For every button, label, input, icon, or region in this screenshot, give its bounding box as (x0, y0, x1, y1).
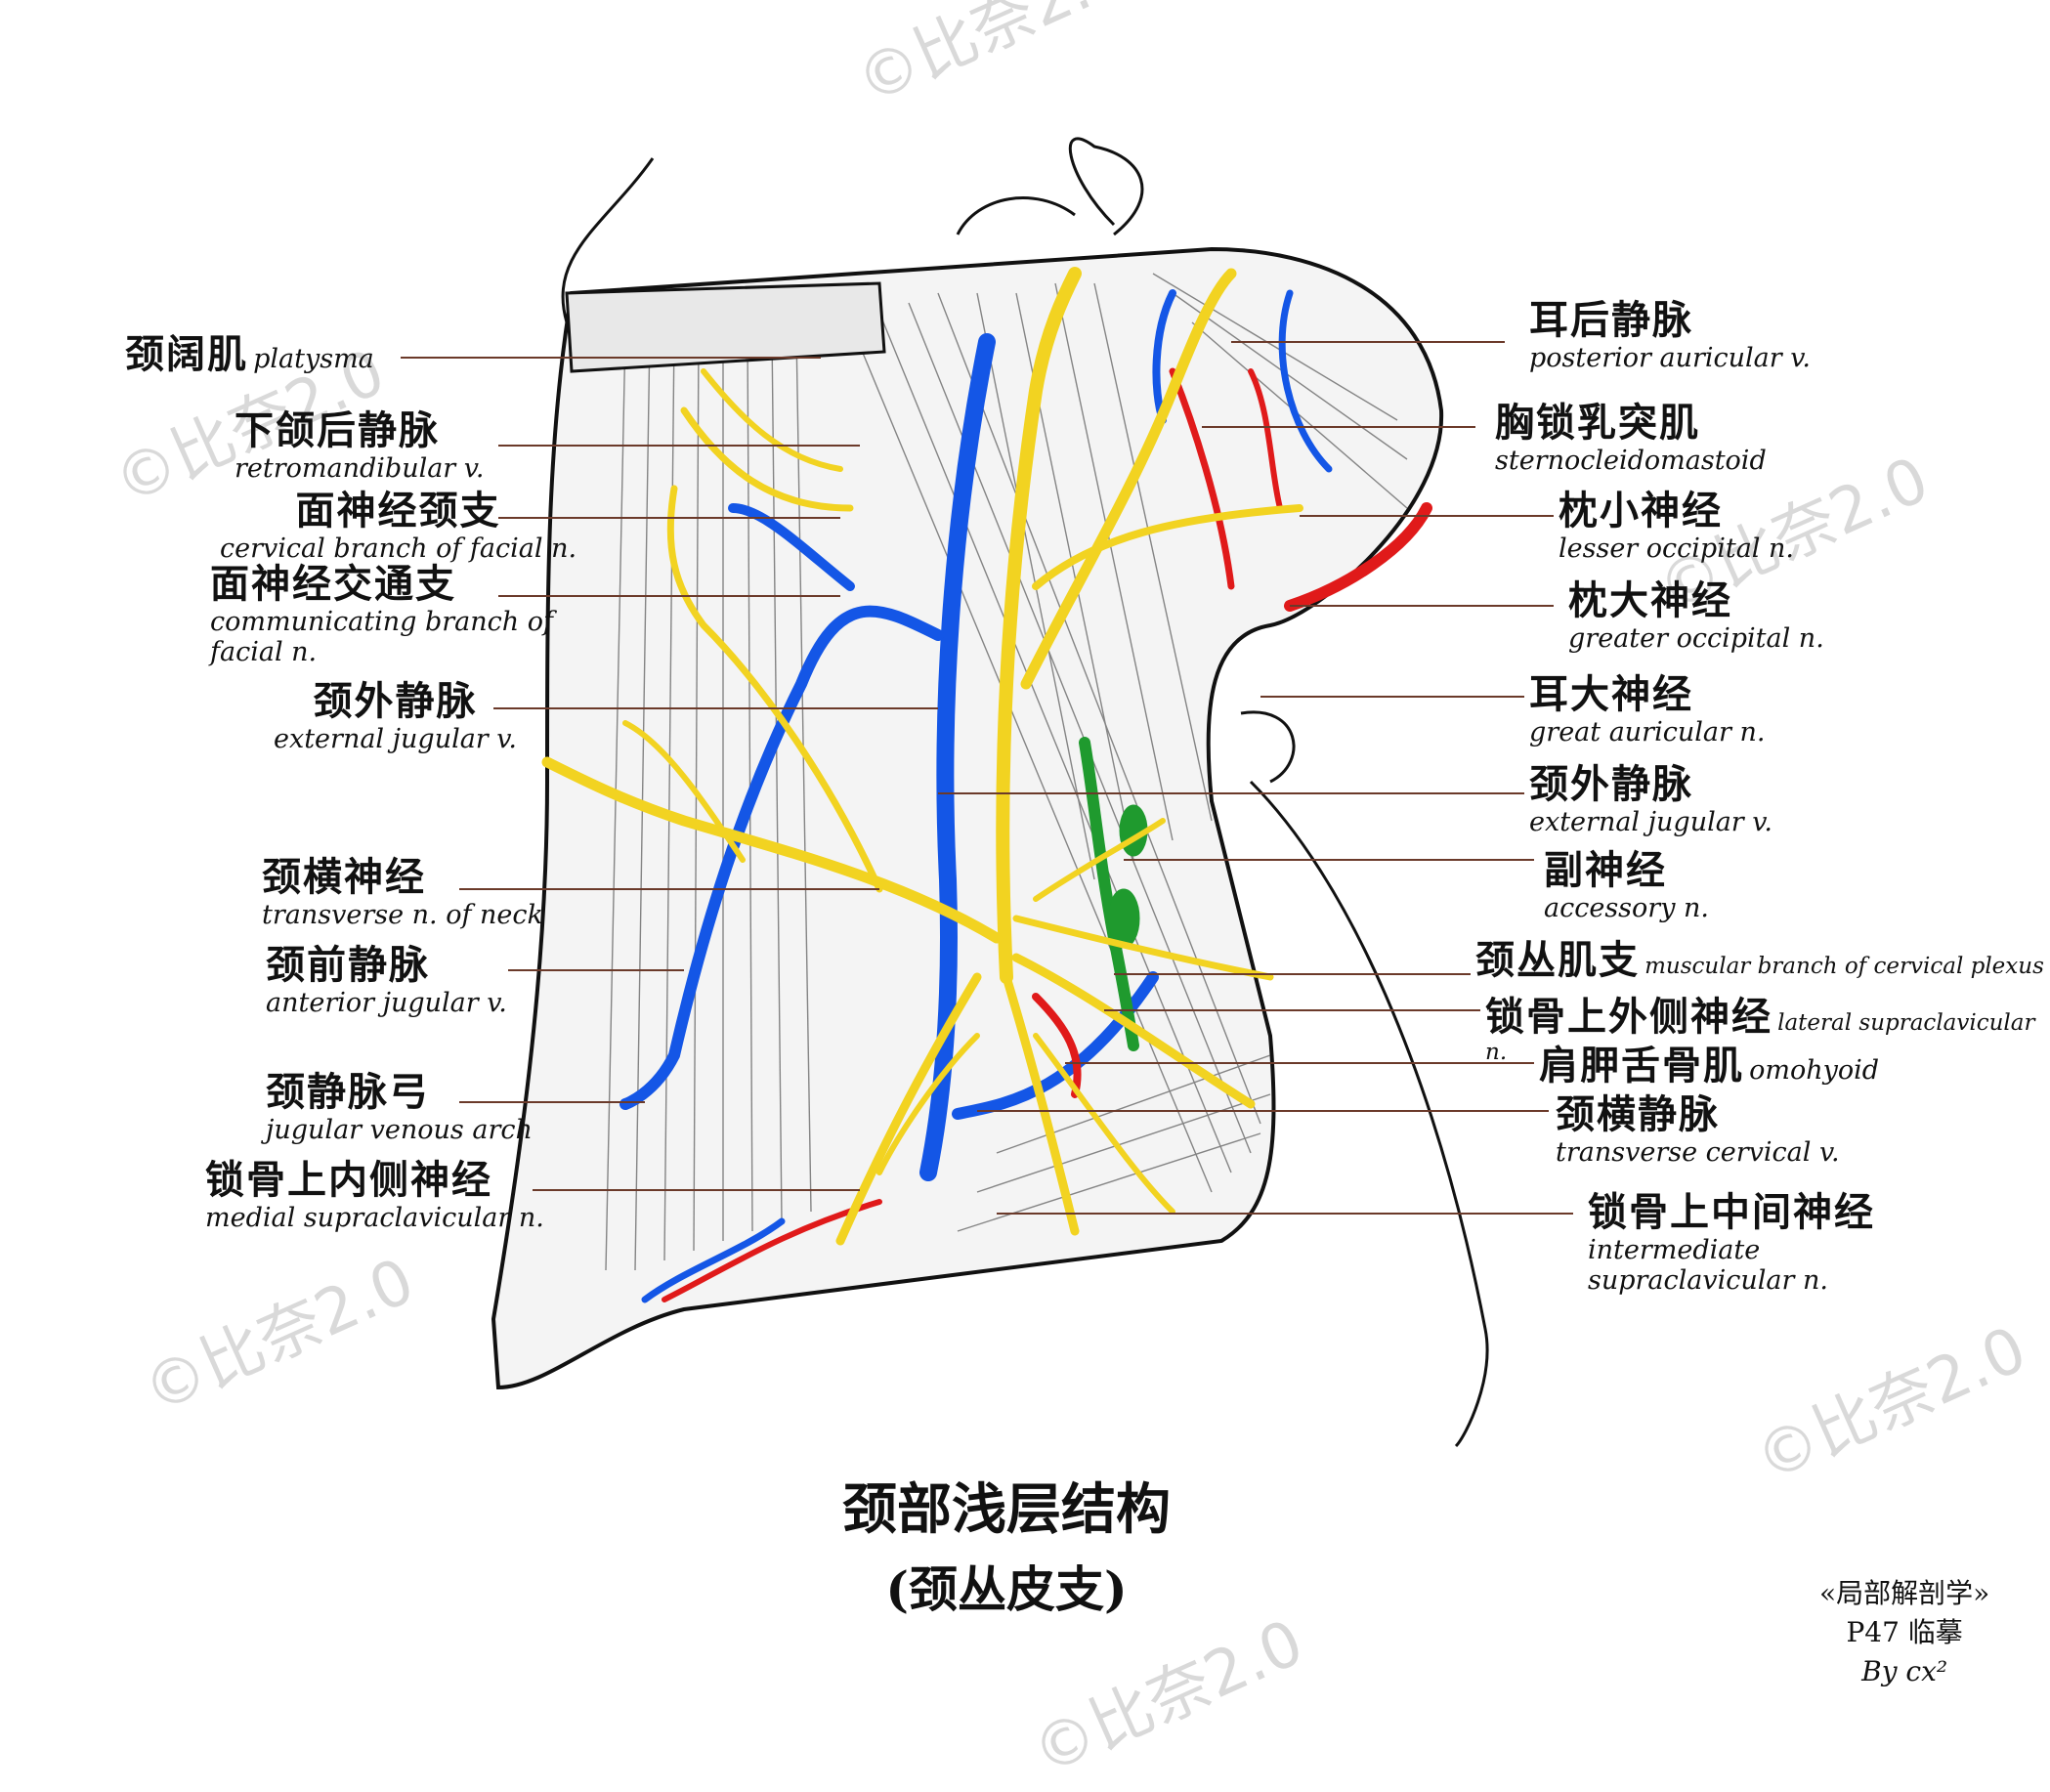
credit-author: By cx² (1861, 1655, 1948, 1688)
label-accessory-n: 副神经 accessory n. (1544, 847, 1710, 924)
label-greater-occipital-n: 枕大神经 greater occipital n. (1568, 577, 1824, 655)
dissection-window (491, 246, 1444, 1390)
label-cervical-branch-facial-n: 面神经颈支 cervical branch of facial n. (220, 488, 577, 565)
credit-page: P47 临摹 (1846, 1616, 1963, 1649)
label-anterior-jugular-v: 颈前静脉 anterior jugular v. (266, 942, 507, 1019)
title-line-1: 颈部浅层结构 (842, 1477, 1171, 1542)
veins (619, 289, 1333, 1303)
platysma-strip (565, 281, 886, 373)
label-transverse-cervical-v: 颈横静脉 transverse cervical v. (1556, 1091, 1840, 1169)
title-line-2: (颈丛皮支) (885, 1560, 1128, 1618)
label-transverse-n-neck: 颈横神经 transverse n. of neck (262, 854, 543, 931)
credit-book: «局部解剖学» (1819, 1577, 1990, 1609)
label-sternocleidomastoid: 胸锁乳突肌 sternocleidomastoid (1495, 400, 1767, 477)
figure-title: 颈部浅层结构 (颈丛皮支) (811, 1466, 1202, 1621)
label-external-jugular-v-left: 颈外静脉 external jugular v. (274, 678, 517, 755)
label-lateral-supraclavicular-n: 锁骨上外侧神经 lateral supraclavicular n. (1485, 994, 2035, 1066)
label-communicating-branch: 面神经交通支 communicating branch of facial n. (210, 561, 553, 668)
label-medial-supraclavicular-n: 锁骨上内侧神经 medial supraclavicular n. (205, 1157, 544, 1234)
label-retromandibular-v: 下颌后静脉 retromandibular v. (235, 407, 485, 485)
label-platysma: 颈阔肌 platysma (125, 331, 374, 377)
label-external-jugular-v-right: 颈外静脉 external jugular v. (1529, 761, 1772, 838)
arteries (662, 367, 1432, 1302)
label-jugular-venous-arch: 颈静脉弓 jugular venous arch (266, 1069, 533, 1146)
cervical-plexus-nerves (541, 267, 1303, 1246)
label-posterior-auricular-v: 耳后静脉 posterior auricular v. (1529, 297, 1811, 374)
label-muscular-branch: 颈丛肌支 muscular branch of cervical plexus (1475, 937, 2044, 983)
credit: «局部解剖学» P47 临摹 By cx² (1819, 1577, 1990, 1688)
label-intermediate-supraclavicular-n: 锁骨上中间神经 intermediate supraclavicular n. (1588, 1189, 1875, 1297)
label-lesser-occipital-n: 枕小神经 lesser occipital n. (1559, 488, 1794, 565)
label-omohyoid: 肩胛舌骨肌 omohyoid (1539, 1043, 1880, 1088)
label-great-auricular-n: 耳大神经 great auricular n. (1529, 671, 1766, 748)
anatomy-illustration (401, 137, 1573, 1448)
leader-lines (401, 341, 1573, 1215)
